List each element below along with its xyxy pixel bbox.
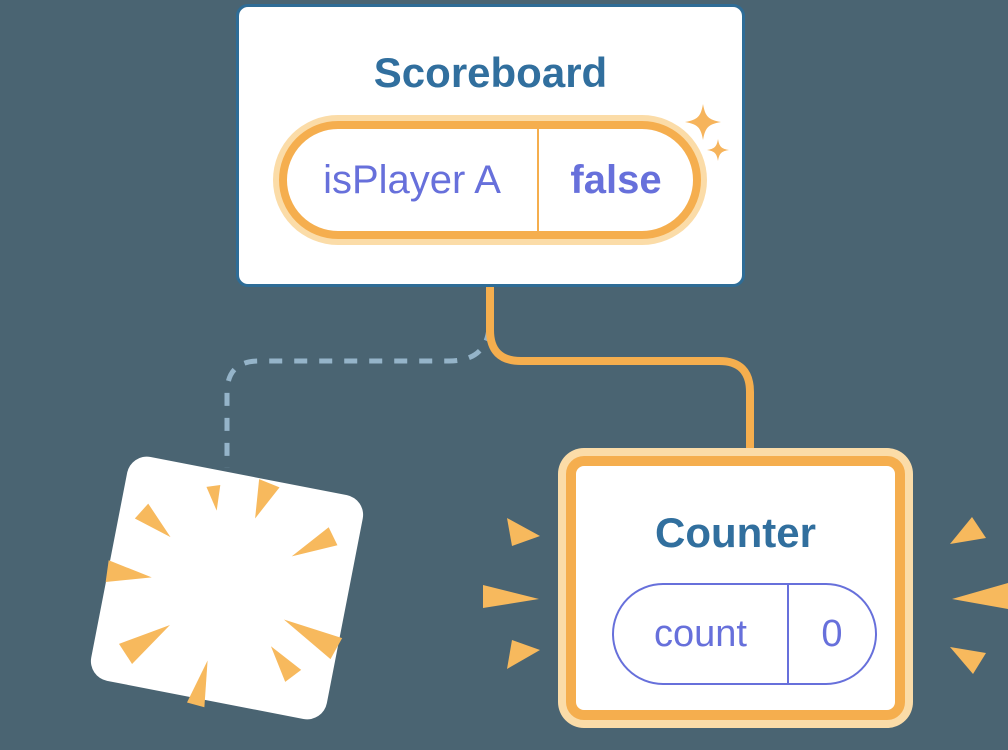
destroyed-card (90, 456, 364, 720)
orange-connector-line (486, 284, 754, 460)
scoreboard-component-card: Scoreboard isPlayer A false (236, 4, 745, 287)
dashed-connector-line (224, 327, 492, 468)
counter-component-card: Counter count 0 (566, 456, 905, 720)
state-value-label: false (570, 158, 662, 202)
state-value-label: 0 (821, 613, 843, 655)
poof-burst-icon (105, 479, 343, 708)
state-key-label: count (654, 613, 747, 655)
counter-state-pill: count 0 (612, 583, 877, 685)
pill-divider (787, 585, 789, 683)
sparkles-icon (685, 104, 729, 161)
scoreboard-state-pill: isPlayer A false (279, 121, 701, 239)
scoreboard-title: Scoreboard (373, 49, 608, 96)
state-key-label: isPlayer A (323, 158, 501, 202)
burst-marks-icon (483, 517, 1008, 674)
pill-divider (537, 129, 539, 231)
counter-title: Counter (655, 509, 816, 556)
